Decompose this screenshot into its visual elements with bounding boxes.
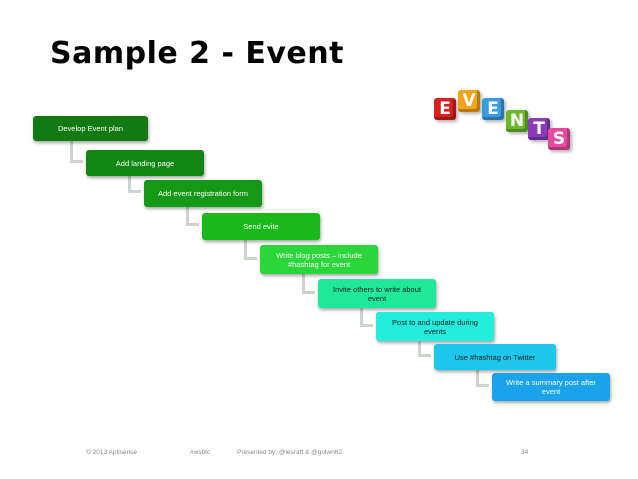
- connector: [360, 308, 373, 327]
- process-step-6: Invite others to write about event: [318, 279, 436, 308]
- logo-cube-e2: E: [482, 98, 504, 120]
- connector: [186, 207, 199, 226]
- footer-presenters: Presented by: @lesraft & @golwn62: [237, 449, 342, 456]
- process-step-3: Add event registration form: [144, 180, 262, 207]
- connector: [418, 341, 431, 357]
- page-number: 34: [521, 449, 528, 456]
- logo-cube-v: V: [458, 90, 480, 112]
- process-step-7: Post to and update during events: [376, 312, 494, 341]
- connector: [476, 370, 489, 387]
- logo-cube-n: N: [506, 110, 528, 132]
- process-step-4: Send evite: [202, 213, 320, 240]
- connector: [244, 240, 257, 260]
- footer-hashtag: #wsbtc: [190, 449, 210, 456]
- footer-copyright: © 2013 Aptisense: [86, 449, 137, 456]
- connector: [128, 176, 141, 193]
- logo-cube-e1: E: [434, 98, 456, 120]
- logo-cube-s: S: [548, 128, 570, 150]
- slide-title: Sample 2 - Event: [50, 36, 344, 71]
- connector: [70, 141, 83, 163]
- process-step-1: Develop Event plan: [33, 116, 148, 141]
- events-logo: E V E N T S: [430, 84, 580, 166]
- connector: [302, 274, 315, 294]
- logo-cube-t: T: [528, 118, 550, 140]
- process-step-2: Add landing page: [86, 150, 204, 176]
- process-step-5: Write blog posts – include #hashtag for …: [260, 245, 378, 274]
- process-step-8: Use #hashtag on Twitter: [434, 344, 556, 370]
- process-step-9: Write a summary post after event: [492, 373, 610, 401]
